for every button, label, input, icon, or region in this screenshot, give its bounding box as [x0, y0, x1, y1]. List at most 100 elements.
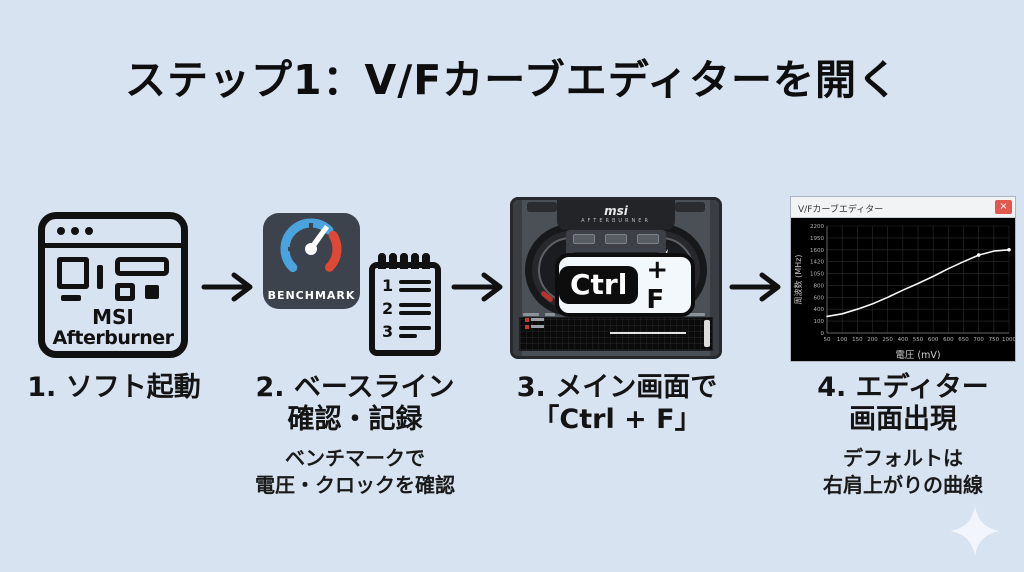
svg-text:400: 400	[898, 337, 909, 343]
window-dot-icon	[71, 227, 79, 235]
window-dot-icon	[85, 227, 93, 235]
frame-corner	[675, 202, 705, 212]
layout-block-icon	[57, 257, 89, 289]
svg-text:100: 100	[814, 319, 825, 325]
panel-button	[573, 234, 595, 244]
step-2-label: 2. ベースライン 確認・記録	[255, 372, 454, 436]
list-line-icon	[399, 288, 431, 292]
step-4-sublabel-line1: デフォルトは	[843, 446, 963, 470]
msi-afterburner-screenshot: msi AFTERBURNER Ctrl	[510, 197, 722, 359]
svg-text:600: 600	[928, 337, 939, 343]
svg-text:0: 0	[821, 331, 825, 337]
app-icon-text-msi: MSI	[92, 305, 134, 329]
ctrl-keycap: Ctrl	[559, 266, 639, 304]
list-line-icon	[399, 303, 431, 307]
benchmark-speedometer-icon: BENCHMARK	[263, 213, 360, 309]
notepad-number-1: 1	[382, 276, 394, 295]
step-2-label-line1: 2. ベースライン	[255, 372, 455, 403]
svg-text:700: 700	[973, 337, 984, 343]
panel-button	[605, 234, 627, 244]
svg-text:2200: 2200	[810, 224, 824, 230]
legend-red-dot	[525, 325, 529, 329]
msi-afterburner-app-icon: MSI Afterburner	[38, 212, 188, 358]
svg-text:電圧 (mV): 電圧 (mV)	[895, 350, 940, 361]
step-2-sublabel-line1: ベンチマークで	[285, 446, 425, 470]
svg-text:600: 600	[943, 337, 954, 343]
svg-text:800: 800	[814, 283, 825, 289]
app-icon-text-afterburner: Afterburner	[52, 327, 174, 349]
layout-block-icon	[145, 285, 159, 299]
monitor-scrollbar	[704, 320, 710, 347]
slide-title: ステップ1：V/Fカーブエディターを開く	[125, 56, 899, 104]
svg-text:1420: 1420	[810, 260, 824, 266]
svg-text:100: 100	[837, 337, 848, 343]
arrow-right-icon	[729, 272, 781, 302]
speedometer-gauge-icon	[280, 218, 342, 280]
status-bar	[683, 313, 705, 316]
msi-appname: AFTERBURNER	[581, 218, 651, 224]
step-4-sublabel: デフォルトは 右肩上がりの曲線	[823, 445, 983, 499]
frame-edge	[513, 200, 522, 356]
svg-text:1050: 1050	[810, 272, 824, 278]
svg-text:200: 200	[867, 337, 878, 343]
ctrl-f-shortcut-badge: Ctrl + F	[555, 253, 695, 317]
arrow-right-icon	[451, 272, 503, 302]
monitor-trace-line	[610, 332, 686, 334]
legend-bar	[531, 325, 544, 328]
list-line-icon	[399, 311, 431, 315]
step-3-label-line1: 3. メイン画面で	[516, 372, 718, 403]
legend-red-dot	[525, 318, 529, 322]
svg-text:250: 250	[882, 337, 893, 343]
notepad-number-3: 3	[382, 322, 394, 341]
sparkle-icon	[950, 506, 1000, 556]
frame-edge	[710, 200, 719, 356]
svg-text:600: 600	[814, 295, 825, 301]
step-4-sublabel-line2: 右肩上がりの曲線	[823, 473, 983, 497]
svg-text:400: 400	[814, 307, 825, 313]
step-2-sublabel-line2: 電圧・クロックを確認	[255, 473, 455, 497]
spiral-binding-icon	[400, 253, 408, 269]
layout-block-icon	[115, 257, 169, 276]
svg-text:150: 150	[852, 337, 863, 343]
list-line-icon	[399, 326, 431, 330]
svg-text:周波数 (MHz): 周波数 (MHz)	[793, 255, 803, 305]
step-2-sublabel: ベンチマークで 電圧・クロックを確認	[255, 445, 455, 499]
close-button-icon: ×	[995, 200, 1012, 214]
panel-button	[637, 234, 659, 244]
notepad-checklist-icon: 1 2 3	[369, 253, 441, 356]
monitor-legend	[525, 318, 544, 332]
layout-block-icon	[97, 265, 103, 289]
status-bar	[523, 313, 539, 316]
window-titlebar-line	[44, 243, 182, 248]
svg-text:650: 650	[958, 337, 969, 343]
step-3-label: 3. メイン画面で 「Ctrl + F」	[517, 372, 717, 436]
layout-block-icon	[115, 283, 135, 301]
vf-editor-title: V/Fカーブエディター	[798, 205, 884, 215]
svg-text:750: 750	[989, 337, 1000, 343]
layout-block-icon	[61, 295, 81, 301]
status-bar	[545, 313, 555, 316]
list-line-icon	[399, 280, 431, 284]
step-4-label: 4. エディター 画面出現	[817, 372, 989, 436]
spiral-binding-icon	[422, 253, 430, 269]
spiral-binding-icon	[411, 253, 419, 269]
svg-text:1950: 1950	[810, 236, 824, 242]
hardware-monitor-graph	[519, 317, 713, 351]
svg-text:550: 550	[913, 337, 924, 343]
svg-text:1600: 1600	[810, 248, 824, 254]
plus-f-text: + F	[646, 255, 669, 315]
step-3-label-line2: 「Ctrl + F」	[532, 403, 702, 435]
step-4-label-line2: 画面出現	[849, 403, 957, 435]
step-4-label-line1: 4. エディター	[817, 372, 989, 403]
notepad-number-2: 2	[382, 299, 394, 318]
arrow-right-icon	[201, 272, 253, 302]
svg-text:1000: 1000	[1002, 337, 1016, 343]
step-1-label: 1. ソフト起動	[27, 372, 201, 403]
step-2-label-line2: 確認・記録	[287, 403, 423, 435]
benchmark-label: BENCHMARK	[267, 289, 356, 302]
spiral-binding-icon	[389, 253, 397, 269]
